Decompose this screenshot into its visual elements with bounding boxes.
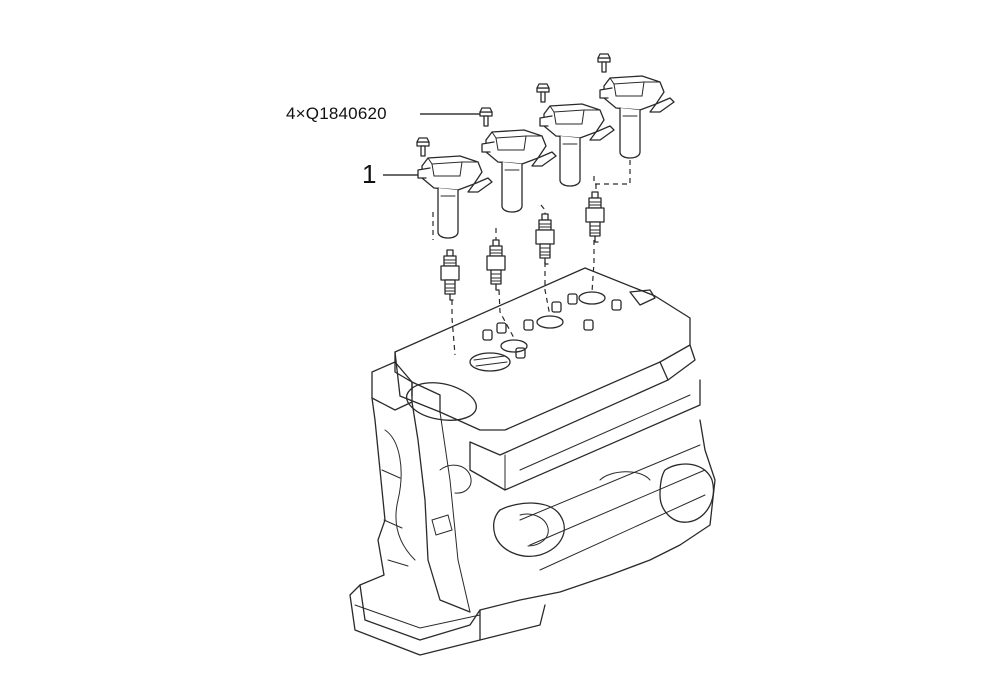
bolt-part-number-label: 4×Q1840620 [286,104,387,123]
alignment-lines [432,160,631,356]
spark-plug-4 [585,191,605,243]
spark-plug-2 [486,239,506,291]
spark-plugs [440,191,605,301]
ignition-coil-3 [539,103,615,187]
spark-plug-1 [440,249,460,301]
bolt-1 [416,137,430,157]
ignition-coil-2 [481,129,557,213]
ignition-coils [417,75,675,239]
bolt-4 [597,53,611,73]
bolt-2 [479,107,493,127]
bolt-3 [536,83,550,103]
part-number-label: 1 [362,159,377,189]
spark-plug-3 [535,213,555,265]
mounting-bolts [416,53,611,157]
ignition-coil-1 [417,155,493,239]
ignition-coil-4 [599,75,675,159]
engine-block [349,267,716,656]
